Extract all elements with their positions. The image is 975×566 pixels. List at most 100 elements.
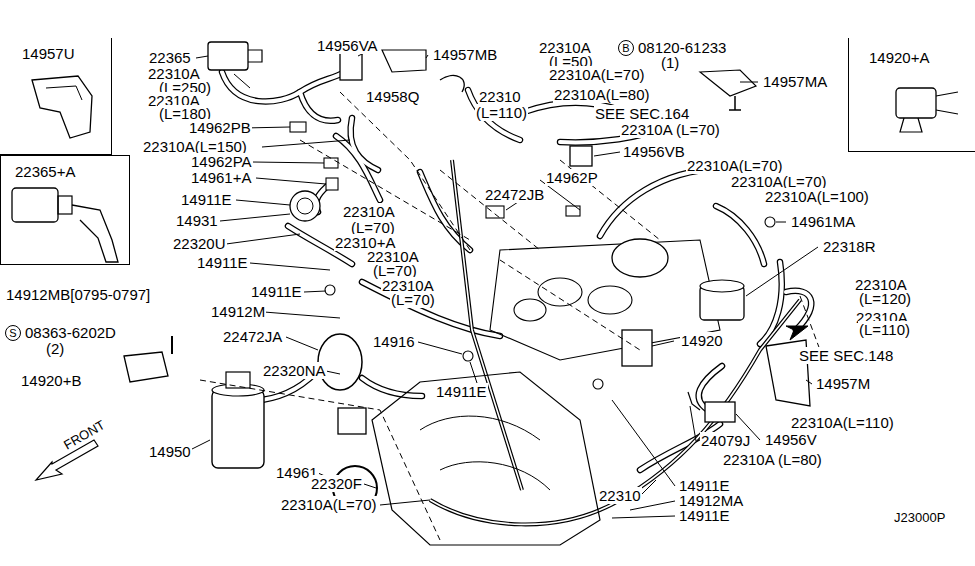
label-holder: (L=110) <box>475 105 528 120</box>
label-holder: 22310A(L=70) <box>548 67 646 82</box>
part-number: 22310A <box>342 203 396 220</box>
part-number: 14957MB <box>432 46 498 63</box>
label-holder: 14931 <box>175 213 219 228</box>
inset-panel: 14957U <box>0 38 112 155</box>
label-holder: 14961+A <box>190 170 252 185</box>
part-number: 14911E <box>180 191 233 208</box>
label-holder: 22320U <box>172 236 227 251</box>
label-holder: (L=70) <box>390 292 436 307</box>
label-holder: 22472JA <box>222 329 283 344</box>
label-holder: 14962PB <box>188 120 252 135</box>
part-number: 14931 <box>175 212 219 229</box>
quantity-note: (1) <box>660 54 680 71</box>
length-note: (L=110) <box>858 321 911 338</box>
part-number: 14911E <box>435 383 488 400</box>
part-number: 14962P <box>545 169 599 186</box>
label-holder: 14920+B <box>20 373 82 388</box>
part-number: 14911E <box>250 283 303 300</box>
label-holder: 22310A(L=80) <box>553 87 651 102</box>
label-holder: (1) <box>660 55 680 70</box>
label-holder: (L=120) <box>858 291 912 306</box>
inset-part-number: 22365+A <box>15 164 75 180</box>
part-number: 22310 <box>598 487 642 504</box>
inset-panel: 22365+A <box>0 155 130 265</box>
label-holder: 22310A (L=70) <box>620 122 721 137</box>
label-holder: SEE SEC.148 <box>798 348 894 363</box>
label-holder: 08363-6202D <box>24 325 117 340</box>
part-number: 14956V <box>764 431 818 448</box>
part-number: 08363-6202D <box>24 324 117 341</box>
label-holder: 22310A <box>342 204 396 219</box>
label-holder: 22310A(L=100) <box>764 189 870 204</box>
part-number: 22320U <box>172 235 227 252</box>
part-number: 14962PA <box>190 153 253 170</box>
part-number: 14912MB[0795-0797] <box>5 286 151 303</box>
label-holder: (L=70) <box>372 263 418 278</box>
circled-letter-text: S <box>9 328 16 339</box>
part-number: 14956VA <box>316 37 379 54</box>
part-number: 22310A (L=80) <box>722 451 823 468</box>
label-holder: 14956VA <box>316 38 379 53</box>
label-holder: (2) <box>45 341 65 356</box>
part-number: 14956VB <box>622 143 686 160</box>
label-holder: 14920 <box>680 333 724 348</box>
part-number: 22310A(L=100) <box>764 188 870 205</box>
label-holder: 22310A(L=70) <box>730 174 828 189</box>
part-number: 14961MA <box>790 213 856 230</box>
label-holder: 14962P <box>545 170 599 185</box>
part-number: 14920 <box>680 332 724 349</box>
inset-panel: 14920+A <box>848 38 975 152</box>
part-number: 22320F <box>310 475 363 492</box>
label-holder: 22310A (L=80) <box>722 452 823 467</box>
label-holder: 14957MA <box>762 74 828 89</box>
label-holder: 24079J <box>700 433 751 448</box>
label-holder: 14911E <box>196 255 249 270</box>
length-note: (L=70) <box>390 291 436 308</box>
part-number: 14961+A <box>190 169 252 186</box>
part-number: 22310A (L=70) <box>620 121 721 138</box>
circled-letter: S <box>5 325 21 341</box>
part-number: 22310A(L=80) <box>553 86 651 103</box>
label-holder: 14961MA <box>790 214 856 229</box>
label-holder: 08120-61233 <box>637 40 727 55</box>
label-holder: 14911E <box>678 478 731 493</box>
part-number: 14916 <box>372 333 416 350</box>
part-number: 14962PB <box>188 119 252 136</box>
part-number: 14950 <box>148 443 192 460</box>
label-holder: 14911E <box>180 192 233 207</box>
label-holder: J23000P <box>893 510 946 525</box>
part-number: 22320NA <box>262 362 327 379</box>
label-holder: 14957MB <box>432 47 498 62</box>
length-note: (L=120) <box>858 290 912 307</box>
label-holder: (L=110) <box>858 322 911 337</box>
section-reference: SEE SEC.164 <box>594 105 690 122</box>
label-holder: 22318R <box>822 239 877 254</box>
part-number: 14957MA <box>762 73 828 90</box>
part-number: 14911E <box>678 507 731 524</box>
part-number: 22310 <box>478 88 522 105</box>
circled-letter-text: B <box>622 43 629 54</box>
label-holder: 14956V <box>764 432 818 447</box>
label-holder: 22310A(L=150) <box>142 139 248 154</box>
label-holder: 22320NA <box>262 363 327 378</box>
label-holder: 22310A(L=70) <box>280 497 378 512</box>
label-holder: 22310A(L=70) <box>686 158 784 173</box>
label-holder: 14957M <box>815 376 871 391</box>
part-number: 14920+B <box>20 372 82 389</box>
label-holder: 14958Q <box>365 89 420 104</box>
inset-part-number: 14957U <box>22 46 75 62</box>
label-holder: 22320F <box>310 476 363 491</box>
label-holder: 14950 <box>148 444 192 459</box>
part-number: 24079J <box>700 432 751 449</box>
part-number: 22310A(L=70) <box>686 157 784 174</box>
label-holder: 14962PA <box>190 154 253 169</box>
label-holder: 22472JB <box>484 187 545 202</box>
part-number: 22310A(L=110) <box>790 414 895 431</box>
label-holder: 14911E <box>678 508 731 523</box>
inset-part-number: 14920+A <box>869 50 929 66</box>
part-number: 22310A(L=70) <box>280 496 378 513</box>
section-reference: SEE SEC.148 <box>798 347 894 364</box>
label-holder: 14916 <box>372 334 416 349</box>
circled-letter: B <box>618 40 634 56</box>
